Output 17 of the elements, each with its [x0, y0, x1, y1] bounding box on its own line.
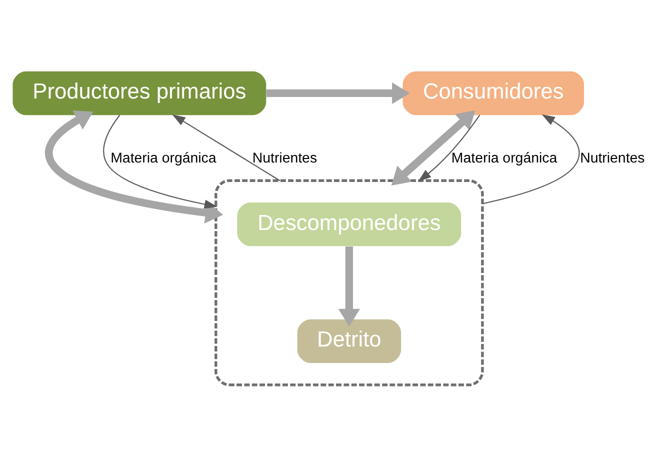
node-box: Productores primarios: [12, 71, 266, 116]
arrow: [172, 114, 280, 182]
edge-label: Nutrientes: [252, 150, 318, 166]
arrow: [103, 114, 218, 209]
node-box: Detrito: [297, 319, 402, 364]
arrow: [391, 110, 476, 186]
arrow: [418, 114, 480, 182]
node-box: Descomponedores: [237, 202, 462, 246]
node-box: Consumidores: [402, 71, 584, 116]
edge-label: Materia orgánica: [110, 150, 216, 166]
edge-label: Nutrientes: [580, 150, 645, 166]
cluster: [214, 179, 484, 386]
arrow: [266, 82, 410, 104]
arrow: [45, 110, 224, 224]
arrow: [482, 114, 580, 204]
edge-label: Materia orgánica: [451, 150, 558, 166]
arrow: [338, 246, 360, 327]
